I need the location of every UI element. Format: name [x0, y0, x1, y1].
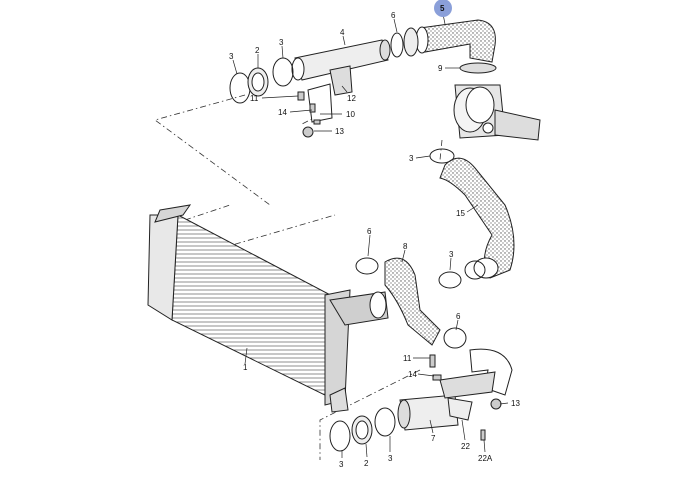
label-12[interactable]: 12 — [347, 94, 356, 103]
label-3[interactable]: 3 — [229, 52, 234, 61]
label-4[interactable]: 4 — [340, 28, 345, 37]
charge-air-hose-middle — [355, 257, 467, 349]
label-13[interactable]: 13 — [511, 399, 520, 408]
label-8[interactable]: 8 — [403, 242, 408, 251]
label-6[interactable]: 6 — [391, 11, 396, 20]
label-15[interactable]: 15 — [456, 209, 465, 218]
label-3[interactable]: 3 — [388, 454, 393, 463]
lower-intake-pipe — [397, 348, 513, 431]
label-14[interactable]: 14 — [408, 370, 417, 379]
label-9[interactable]: 9 — [438, 64, 443, 73]
label-5[interactable]: 5 — [440, 4, 445, 13]
label-22a[interactable]: 22A — [478, 454, 493, 463]
label-11[interactable]: 11 — [250, 94, 259, 103]
label-7[interactable]: 7 — [431, 434, 436, 443]
label-1[interactable]: 1 — [243, 363, 248, 372]
label-6[interactable]: 6 — [367, 227, 372, 236]
upper-clamp-set — [229, 57, 305, 104]
label-3[interactable]: 3 — [449, 250, 454, 259]
label-3[interactable]: 3 — [279, 38, 284, 47]
turbocharger — [453, 62, 541, 141]
fasteners — [309, 103, 486, 441]
label-2[interactable]: 2 — [364, 459, 369, 468]
label-6[interactable]: 6 — [456, 312, 461, 321]
highlight-marker — [434, 0, 452, 17]
leader-lines — [232, 13, 509, 458]
charge-air-hose-long — [429, 148, 515, 280]
label-2[interactable]: 2 — [255, 46, 260, 55]
label-13[interactable]: 13 — [335, 127, 344, 136]
label-3[interactable]: 3 — [409, 154, 414, 163]
lower-clamp-set — [329, 407, 396, 452]
label-14[interactable]: 14 — [278, 108, 287, 117]
callout-labels: 5 6 4 3 2 3 9 11 12 14 10 13 3 15 6 8 3 … — [229, 4, 520, 469]
label-11[interactable]: 11 — [403, 354, 412, 363]
label-3[interactable]: 3 — [339, 460, 344, 469]
label-10[interactable]: 10 — [346, 110, 355, 119]
intercooler — [147, 204, 389, 413]
boost-hose-highlighted — [390, 19, 496, 63]
intake-pipe — [291, 39, 391, 138]
label-22[interactable]: 22 — [461, 442, 470, 451]
